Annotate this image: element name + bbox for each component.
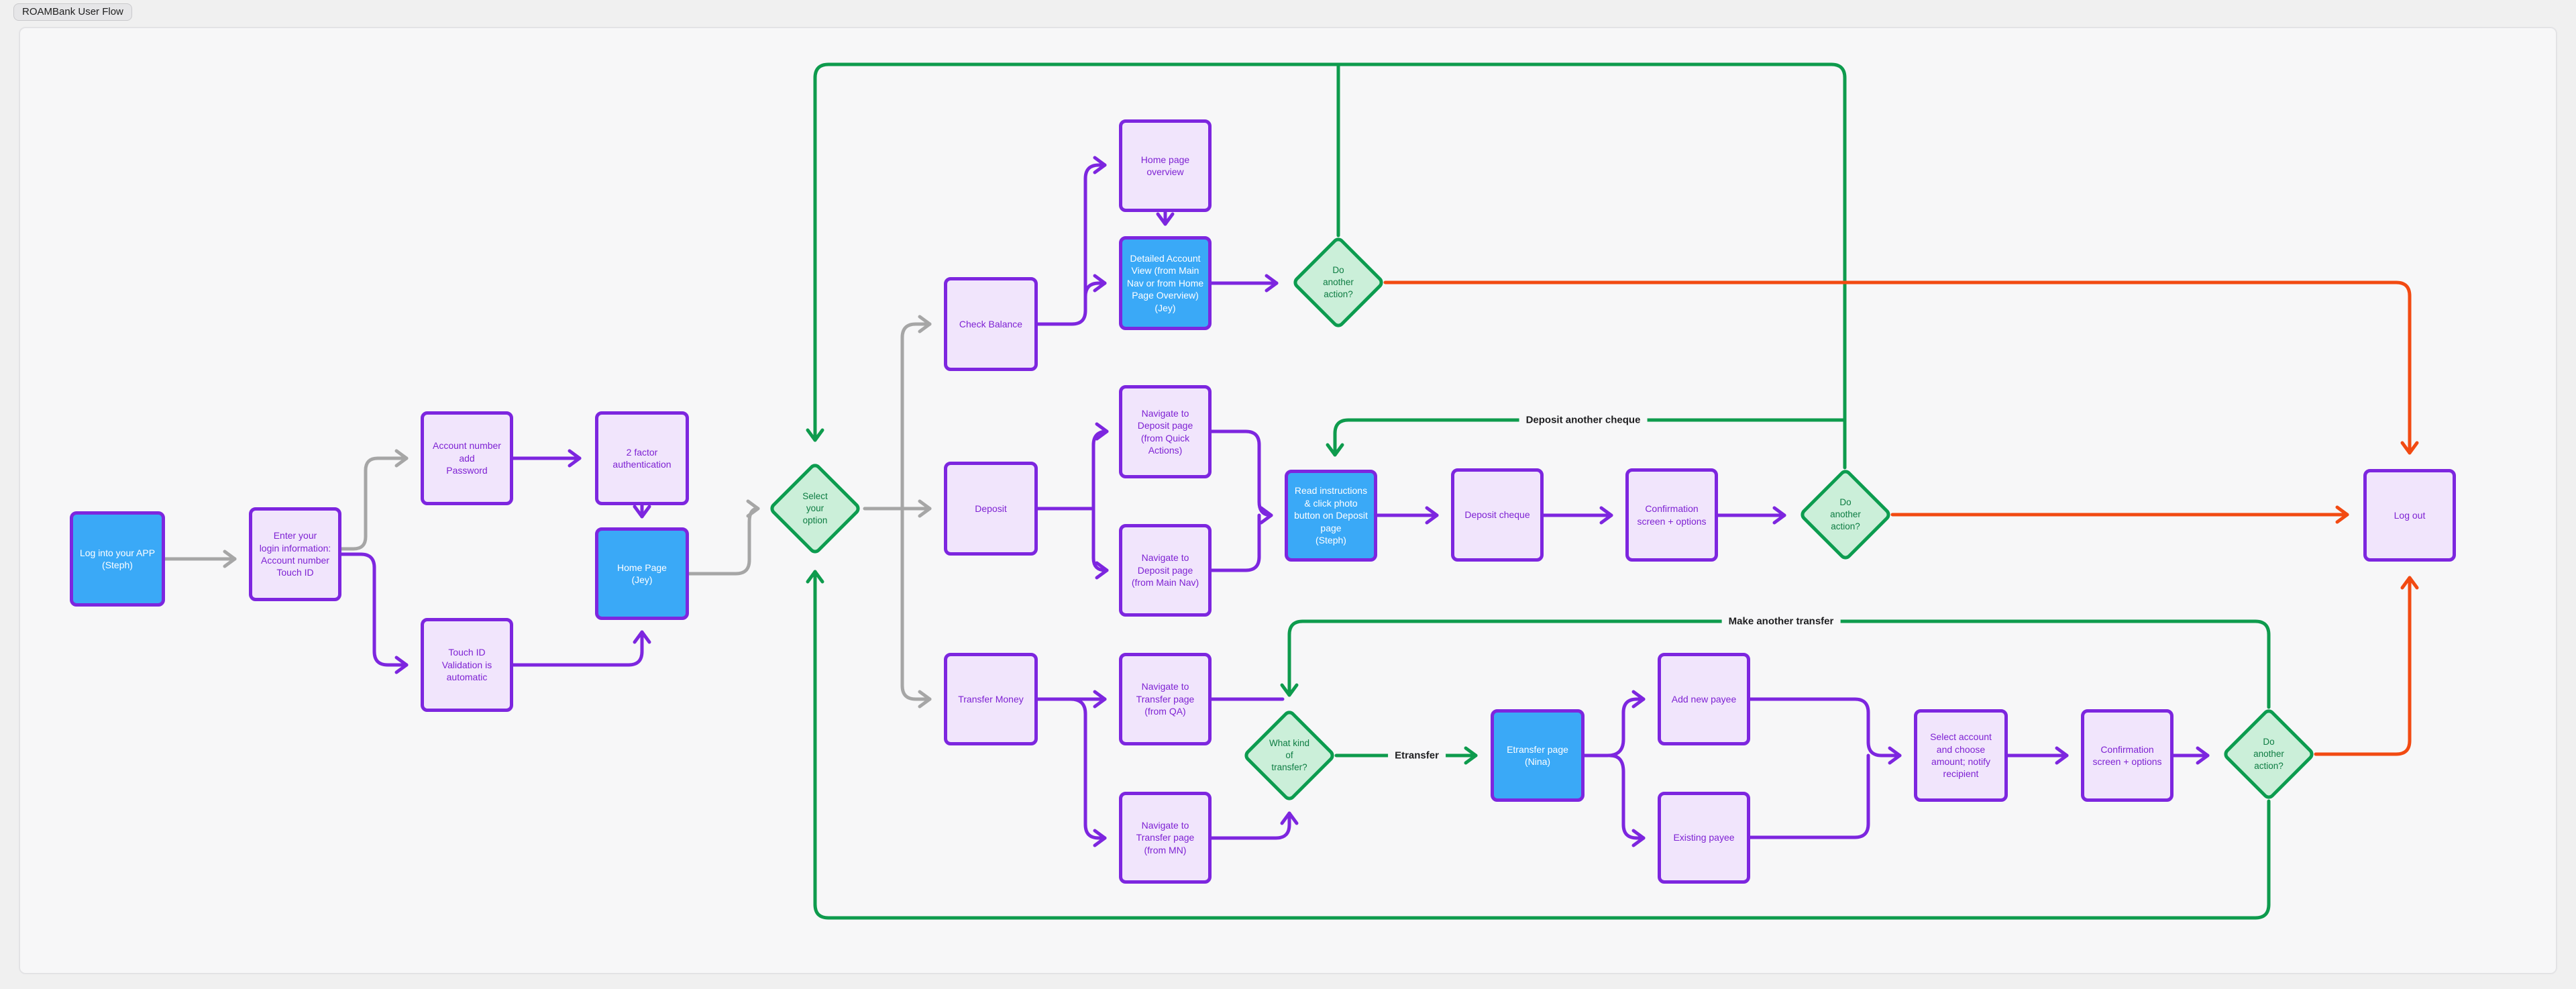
node-deposit-cheque[interactable]: Deposit cheque bbox=[1451, 468, 1544, 562]
node-touch-id-validation[interactable]: Touch ID Validation is automatic bbox=[421, 618, 513, 712]
node-detailed-account-view[interactable]: Detailed Account View (from Main Nav or … bbox=[1119, 236, 1212, 330]
node-navigate-transfer-qa[interactable]: Navigate to Transfer page (from QA) bbox=[1119, 653, 1212, 745]
diamond-label: Select your option bbox=[802, 490, 828, 526]
connector-touch-id-to-home-page bbox=[511, 630, 651, 667]
connector-deposit-to-nav-qa bbox=[1091, 422, 1109, 511]
diamond-label: Do another action? bbox=[1830, 497, 1861, 532]
diamond-label: What kind of transfer? bbox=[1269, 737, 1310, 773]
decision-select-your-option[interactable]: Select your option bbox=[767, 461, 863, 556]
node-navigate-deposit-main-nav[interactable]: Navigate to Deposit page (from Main Nav) bbox=[1119, 524, 1212, 617]
connector-etransfer-to-add-payee bbox=[1582, 690, 1646, 758]
node-transfer-money[interactable]: Transfer Money bbox=[944, 653, 1038, 745]
connector-label-deposit-another-cheque[interactable]: Deposit another cheque bbox=[1519, 413, 1648, 427]
node-enter-login-info[interactable]: Enter your login information: Account nu… bbox=[249, 507, 341, 601]
connector-label-make-another-transfer[interactable]: Make another transfer bbox=[1721, 615, 1841, 628]
diamond-label: Do another action? bbox=[1323, 264, 1354, 300]
connector-existing-payee-to-select-account bbox=[1748, 753, 1870, 839]
board-title[interactable]: ROAMBank User Flow bbox=[13, 3, 132, 21]
node-etransfer-page[interactable]: Etransfer page (Nina) bbox=[1491, 709, 1585, 802]
connector-deposit-to-nav-mn bbox=[1091, 507, 1109, 580]
connector-nav-mn-to-read-instructions bbox=[1210, 513, 1261, 572]
node-existing-payee[interactable]: Existing payee bbox=[1658, 792, 1750, 884]
node-home-page-overview[interactable]: Home page overview bbox=[1119, 119, 1212, 212]
node-confirmation-deposit[interactable]: Confirmation screen + options bbox=[1625, 468, 1718, 562]
connector-home-page-to-select-option bbox=[687, 499, 760, 576]
connector-transfer-to-nav-mn bbox=[1069, 697, 1107, 847]
connector-deposit-another-cheque bbox=[1326, 418, 1847, 457]
node-log-out[interactable]: Log out bbox=[2363, 469, 2456, 562]
connector-select-option-to-check-balance bbox=[900, 315, 932, 511]
decision-what-kind-of-transfer[interactable]: What kind of transfer? bbox=[1242, 708, 1337, 803]
connector-bottom-loop-to-select-option bbox=[806, 570, 2271, 920]
connector-decision-transfer-to-logout bbox=[2314, 576, 2419, 756]
connector-check-balance-to-overview bbox=[1036, 156, 1107, 326]
decision-do-another-action-deposit[interactable]: Do another action? bbox=[1798, 467, 1893, 562]
node-home-page[interactable]: Home Page (Jey) bbox=[595, 527, 689, 620]
connector-top-loop-to-select-option bbox=[806, 62, 1847, 470]
node-navigate-deposit-quick-actions[interactable]: Navigate to Deposit page (from Quick Act… bbox=[1119, 385, 1212, 478]
connector-label-etransfer[interactable]: Etransfer bbox=[1388, 749, 1446, 762]
connector-add-payee-to-select-account bbox=[1748, 697, 1902, 765]
node-read-instructions-photo[interactable]: Read instructions & click photo button o… bbox=[1285, 470, 1377, 562]
connector-check-balance-to-detailed-view bbox=[1083, 274, 1107, 299]
connector-decision-balance-to-logout bbox=[1383, 280, 2419, 455]
grey-connectors bbox=[163, 315, 932, 709]
node-add-new-payee[interactable]: Add new payee bbox=[1658, 653, 1750, 745]
purple-connectors bbox=[339, 156, 2210, 847]
node-account-number-password[interactable]: Account number add Password bbox=[421, 411, 513, 505]
node-2-factor-authentication[interactable]: 2 factor authentication bbox=[595, 411, 689, 505]
node-check-balance[interactable]: Check Balance bbox=[944, 277, 1038, 371]
node-log-into-app[interactable]: Log into your APP (Steph) bbox=[70, 511, 165, 607]
orange-connectors bbox=[1383, 280, 2419, 756]
node-select-account-amount[interactable]: Select account and choose amount; notify… bbox=[1914, 709, 2008, 802]
connector-etransfer-to-existing-payee bbox=[1608, 753, 1646, 847]
connector-select-option-to-transfer bbox=[900, 507, 932, 709]
connector-make-another-transfer bbox=[1280, 619, 2271, 709]
decision-do-another-action-balance[interactable]: Do another action? bbox=[1291, 235, 1386, 330]
decision-do-another-action-transfer[interactable]: Do another action? bbox=[2221, 707, 2316, 802]
connector-enter-info-to-touch-id bbox=[339, 552, 409, 674]
node-deposit[interactable]: Deposit bbox=[944, 462, 1038, 556]
connector-nav-qa-to-read-instructions bbox=[1210, 429, 1273, 525]
node-navigate-transfer-mn[interactable]: Navigate to Transfer page (from MN) bbox=[1119, 792, 1212, 884]
diamond-label: Do another action? bbox=[2253, 736, 2284, 772]
connector-nav-mn-to-transfer-decision bbox=[1210, 811, 1299, 840]
node-confirmation-transfer[interactable]: Confirmation screen + options bbox=[2081, 709, 2174, 802]
connector-enter-info-to-account-number bbox=[339, 449, 409, 551]
